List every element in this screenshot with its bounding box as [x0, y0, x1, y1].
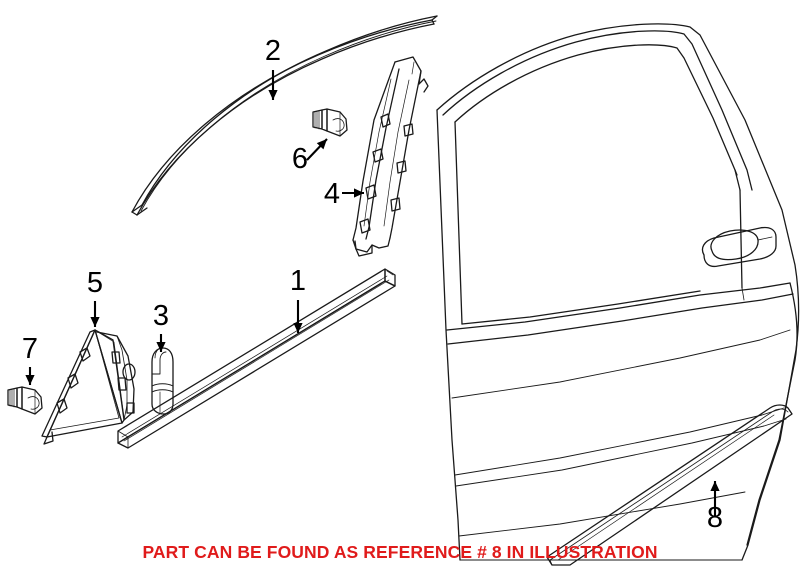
callout-1-arrowhead	[293, 323, 303, 333]
reference-note: PART CAN BE FOUND AS REFERENCE # 8 IN IL…	[142, 542, 658, 562]
callout-number-2: 2	[265, 35, 281, 67]
callout-8-arrowhead	[710, 481, 720, 491]
callout-number-6: 6	[292, 143, 308, 175]
part-1-door-belt-molding	[117, 268, 396, 449]
part-4-b-pillar-applique-trim	[352, 56, 429, 257]
callout-3-arrowhead	[156, 342, 166, 352]
part-6-trim-stud-clip	[312, 108, 348, 137]
callout-4-arrowhead	[354, 188, 364, 198]
callout-7-arrowhead	[25, 375, 35, 385]
part-2-roof-drip-window-frame-molding	[131, 15, 438, 216]
part-8-body-side-molding	[546, 404, 793, 566]
callout-number-8: 8	[707, 502, 723, 534]
callout-number-3: 3	[153, 300, 169, 332]
callout-6-arrowhead	[316, 139, 327, 150]
callout-number-7: 7	[22, 333, 38, 365]
part-5-rear-corner-sail-applique	[41, 329, 136, 445]
callout-number-1: 1	[290, 265, 306, 297]
rear-door-shell	[436, 23, 800, 561]
part-3-molding-retainer-clip	[151, 347, 174, 415]
callout-number-4: 4	[324, 178, 340, 210]
callout-2-arrowhead	[268, 90, 278, 100]
callout-number-5: 5	[87, 267, 103, 299]
callout-5-arrowhead	[90, 317, 100, 327]
part-7-applique-stud-clip	[7, 386, 43, 415]
